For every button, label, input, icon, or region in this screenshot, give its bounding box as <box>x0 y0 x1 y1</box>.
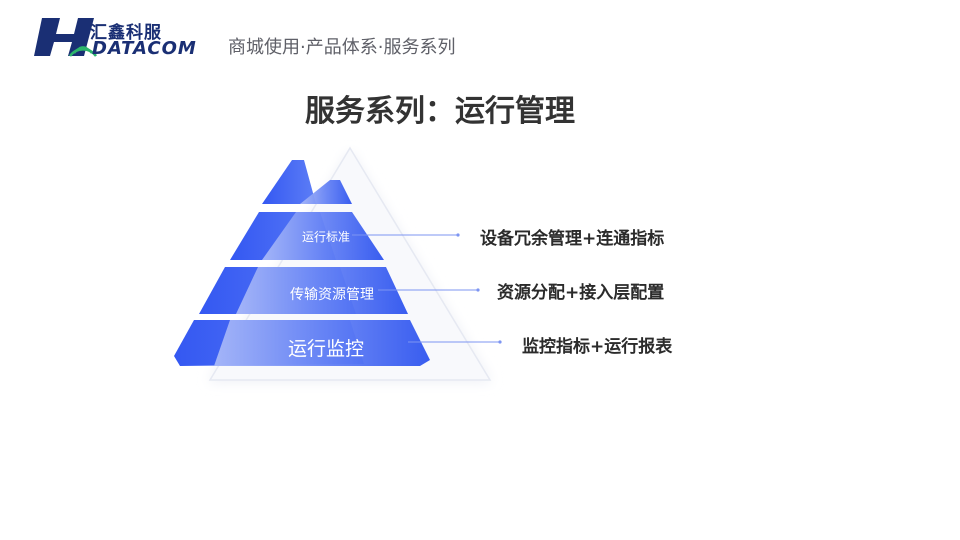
front-band-3 <box>236 267 408 314</box>
page-title: 服务系列：运行管理 <box>305 94 575 129</box>
front-band-2 <box>262 212 384 260</box>
tier-description-1: 设备冗余管理+连通指标 <box>480 229 665 249</box>
tier-description-2: 资源分配+接入层配置 <box>497 283 665 303</box>
logo-text-cn: 汇鑫科服 <box>90 23 162 43</box>
tier-label-transport: 传输资源管理 <box>290 287 374 303</box>
tier-label-monitoring: 运行监控 <box>287 338 365 360</box>
breadcrumb: 商城使用·产品体系·服务系列 <box>228 37 456 58</box>
logo-mark-icon <box>34 18 98 57</box>
tier-description-3: 监控指标+运行报表 <box>522 337 673 357</box>
connector-dot-1 <box>456 233 460 237</box>
connector-dot-3 <box>498 340 502 344</box>
tier-label-standard: 运行标准 <box>301 230 351 244</box>
front-band-4 <box>214 320 430 366</box>
connector-dot-2 <box>476 288 480 292</box>
back-band-top <box>262 160 316 204</box>
logo-text-en: DATACOM <box>92 38 197 59</box>
front-band-top <box>300 180 352 204</box>
